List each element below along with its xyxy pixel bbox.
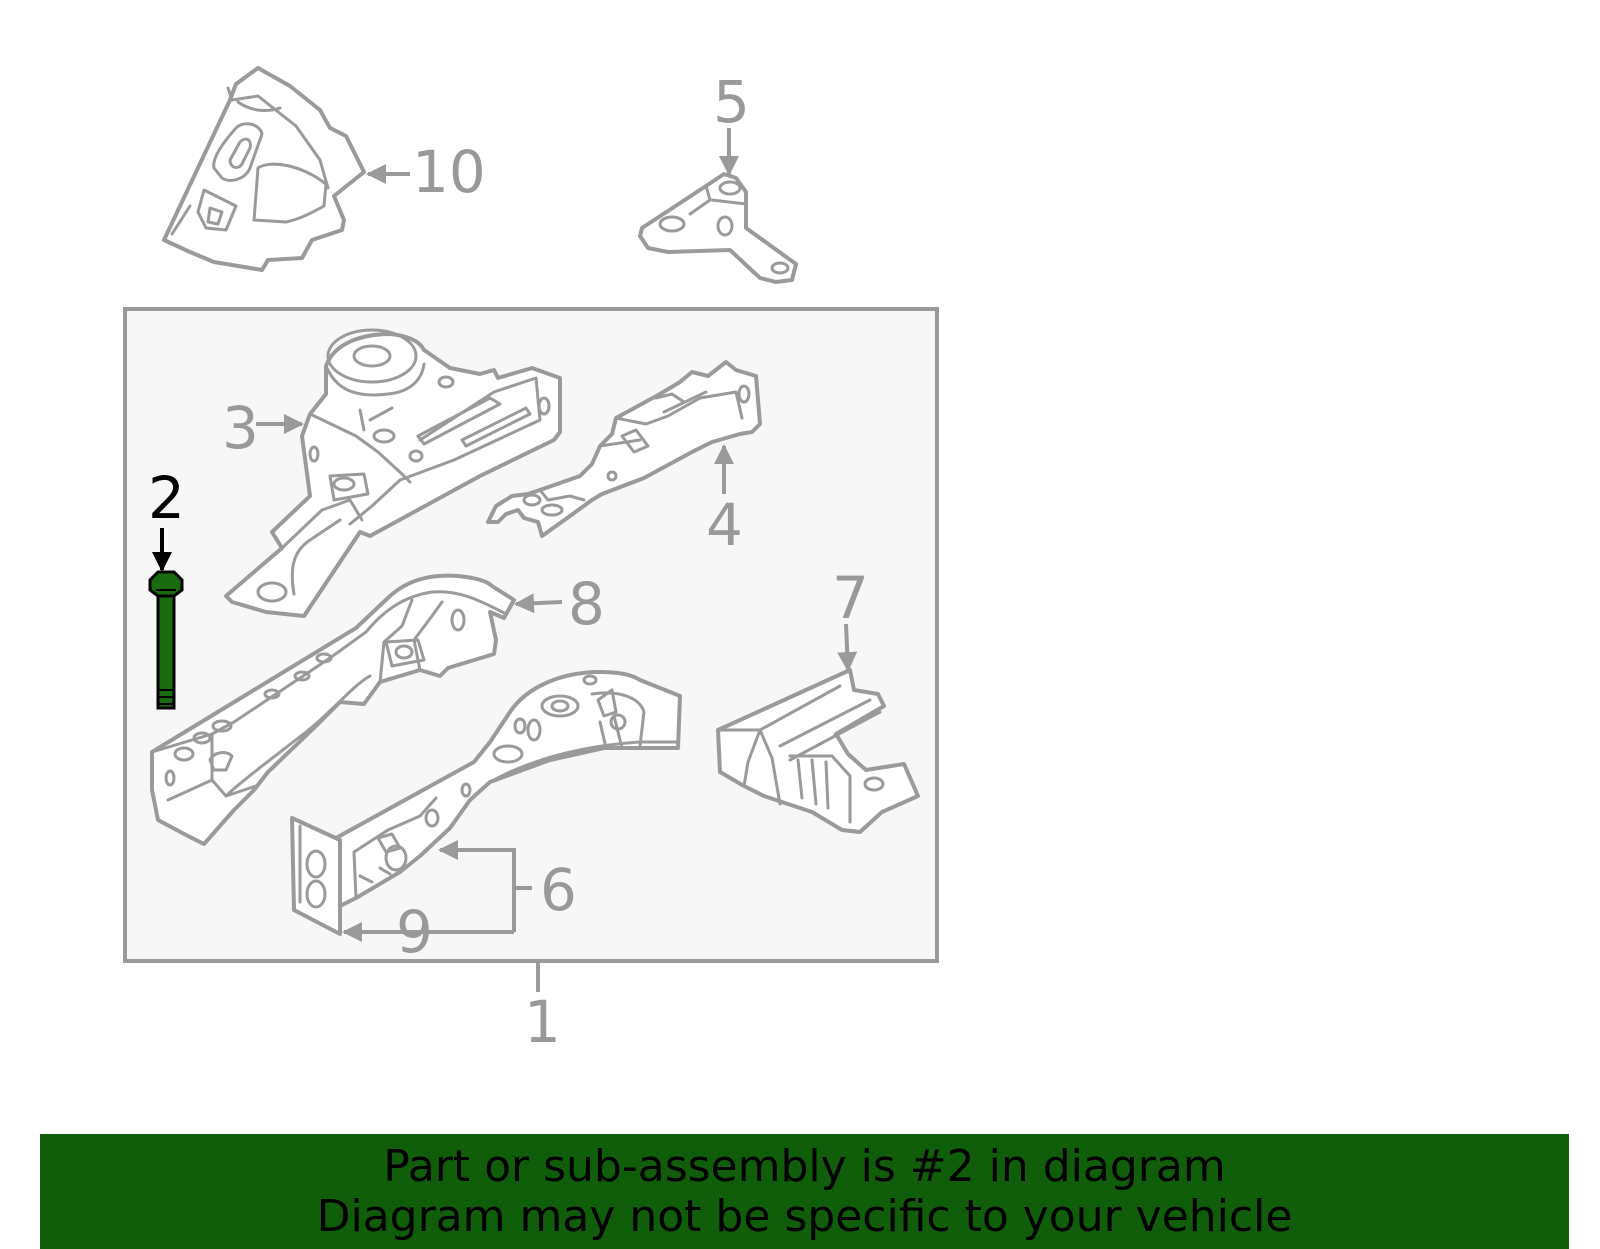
callout-7-leader (837, 623, 858, 672)
callout-8-leader (514, 593, 563, 614)
banner-line-1: Part or sub-assembly is #2 in diagram (383, 1140, 1226, 1192)
part-10-wheelhouse-panel[interactable] (162, 66, 366, 272)
callout-7[interactable]: 7 (832, 564, 869, 632)
part-9-end-plate[interactable] (290, 816, 342, 936)
part-4-rail-extension[interactable] (486, 360, 762, 538)
callout-9[interactable]: 9 (396, 898, 433, 966)
callout-3[interactable]: 3 (222, 394, 259, 462)
banner-line-2: Diagram may not be specific to your vehi… (316, 1190, 1293, 1242)
callout-2[interactable]: 2 (148, 464, 185, 532)
callout-1[interactable]: 1 (524, 988, 561, 1056)
part-5-bracket[interactable] (638, 172, 798, 284)
part-7-rear-extension[interactable] (716, 668, 920, 834)
callout-6-9-leader (342, 840, 532, 942)
part-3-front-side-member[interactable] (224, 328, 562, 618)
part-6-rear-side-member[interactable] (334, 670, 682, 908)
callout-6[interactable]: 6 (540, 856, 577, 924)
part-2-bolt[interactable] (148, 570, 184, 710)
callout-4[interactable]: 4 (706, 491, 743, 559)
callout-10[interactable]: 10 (412, 138, 486, 206)
callout-5[interactable]: 5 (713, 68, 750, 136)
callout-8[interactable]: 8 (568, 570, 605, 638)
info-banner: Part or sub-assembly is #2 in diagram Di… (40, 1134, 1569, 1249)
part-8-side-member-inner[interactable] (150, 573, 516, 846)
